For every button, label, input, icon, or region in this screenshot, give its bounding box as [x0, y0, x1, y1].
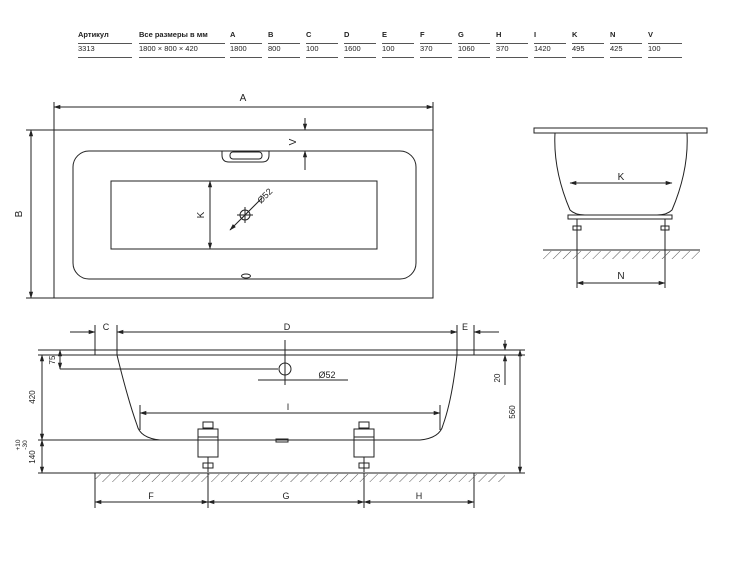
label-420: 420	[28, 390, 37, 404]
label-k-side: K	[618, 172, 625, 183]
label-560: 560	[508, 405, 517, 419]
label-e: E	[462, 322, 468, 332]
label-drain-front: Ø52	[318, 370, 335, 380]
side-view	[533, 127, 708, 288]
value-b: 800	[268, 44, 300, 58]
spec-value-row: 3313 1800 × 800 × 420 1800 800 100 1600 …	[78, 41, 684, 58]
header-k: K	[572, 30, 604, 44]
front-leg-left-nut	[202, 462, 214, 469]
header-n: N	[610, 30, 642, 44]
value-g: 1060	[458, 44, 490, 58]
spec-header-row: Артикул Все размеры в мм A B C D E F G H…	[78, 27, 684, 44]
label-20: 20	[493, 373, 502, 382]
header-e: E	[382, 30, 414, 44]
label-drain-top: Ø52	[255, 186, 274, 205]
label-75: 75	[48, 355, 57, 364]
front-floor-hatch	[95, 474, 505, 482]
drain-leader	[229, 197, 263, 231]
header-b: B	[268, 30, 300, 44]
value-i: 1420	[534, 44, 566, 58]
label-g: G	[282, 491, 289, 501]
header-h: H	[496, 30, 528, 44]
overflow-inner	[229, 151, 263, 160]
label-b: B	[14, 210, 25, 217]
side-leg-nut-right	[660, 225, 670, 231]
value-h: 370	[496, 44, 528, 58]
tub-rim-outline	[53, 129, 434, 299]
header-v: V	[648, 30, 682, 44]
label-minus30: -30	[22, 440, 29, 450]
label-v: V	[288, 138, 299, 145]
front-leg-left-block	[197, 428, 219, 458]
front-drain-outlet	[275, 438, 289, 443]
header-f: F	[420, 30, 452, 44]
label-n: N	[617, 271, 624, 282]
side-floor-hatch	[543, 251, 700, 259]
header-d: D	[344, 30, 376, 44]
front-leg-right-block	[353, 428, 375, 458]
header-i: I	[534, 30, 566, 44]
value-k: 495	[572, 44, 604, 58]
header-c: C	[306, 30, 338, 44]
side-rim	[533, 127, 708, 134]
label-a: A	[240, 93, 247, 104]
front-leg-right-nut	[358, 462, 370, 469]
header-article: Артикул	[78, 30, 132, 44]
spec-table: Артикул Все размеры в мм A B C D E F G H…	[78, 27, 684, 58]
header-g: G	[458, 30, 490, 44]
top-view	[26, 102, 434, 299]
tub-bottom-flat	[110, 180, 378, 250]
value-v: 100	[648, 44, 682, 58]
value-f: 370	[420, 44, 452, 58]
label-140: 140	[28, 450, 37, 464]
front-leg-right-top	[358, 421, 370, 429]
front-view	[38, 325, 525, 508]
label-d: D	[284, 322, 291, 332]
value-all-dimensions: 1800 × 800 × 420	[139, 44, 225, 58]
drain-outlet-mark	[241, 273, 251, 279]
label-i: I	[287, 402, 290, 412]
label-plus10: +10	[15, 439, 22, 450]
value-article: 3313	[78, 44, 132, 58]
side-leg-nut-left	[572, 225, 582, 231]
label-c: C	[103, 322, 110, 332]
label-f: F	[148, 491, 154, 501]
overflow-outline	[221, 151, 270, 163]
value-c: 100	[306, 44, 338, 58]
label-k-top: K	[196, 211, 207, 218]
value-d: 1600	[344, 44, 376, 58]
front-leg-left-top	[202, 421, 214, 429]
header-a: A	[230, 30, 262, 44]
header-all-dimensions: Все размеры в мм	[139, 30, 225, 44]
tub-inner-basin	[72, 150, 417, 280]
value-n: 425	[610, 44, 642, 58]
label-h: H	[416, 491, 423, 501]
side-base-frame	[567, 214, 673, 220]
front-tub-profile	[116, 354, 458, 441]
value-e: 100	[382, 44, 414, 58]
value-a: 1800	[230, 44, 262, 58]
